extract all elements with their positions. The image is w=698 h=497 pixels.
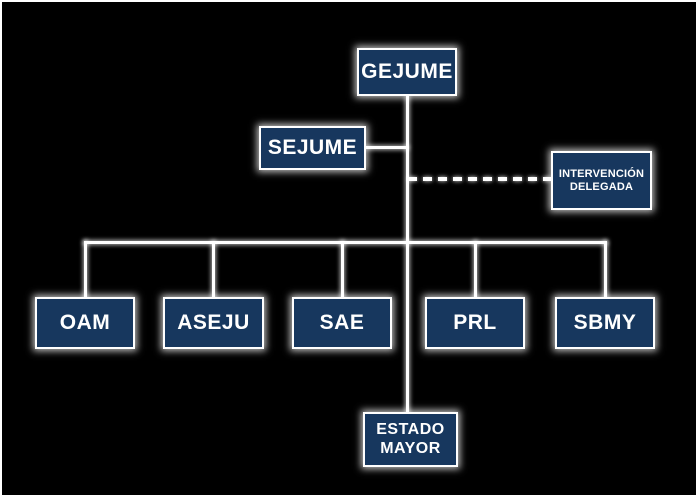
connector-sejume xyxy=(366,146,408,149)
connector-distribution-bar xyxy=(84,241,607,244)
node-gejume: GEJUME xyxy=(357,48,457,96)
connector-trunk-vertical xyxy=(406,96,409,414)
node-prl: PRL xyxy=(425,297,525,349)
node-aseju: ASEJU xyxy=(163,297,264,349)
connector-drop-oam xyxy=(84,241,87,299)
node-sae: SAE xyxy=(292,297,392,349)
node-sejume: SEJUME xyxy=(259,126,366,170)
node-estado-mayor: ESTADO MAYOR xyxy=(363,412,458,467)
node-oam: OAM xyxy=(35,297,135,349)
connector-drop-sbmy xyxy=(604,241,607,299)
connector-intervencion-dashed xyxy=(408,177,551,181)
node-intervencion-delegada: INTERVENCIÓN DELEGADA xyxy=(551,151,652,210)
connector-drop-prl xyxy=(474,241,477,299)
connector-drop-aseju xyxy=(212,241,215,299)
connector-drop-sae xyxy=(341,241,344,299)
node-sbmy: SBMY xyxy=(555,297,655,349)
